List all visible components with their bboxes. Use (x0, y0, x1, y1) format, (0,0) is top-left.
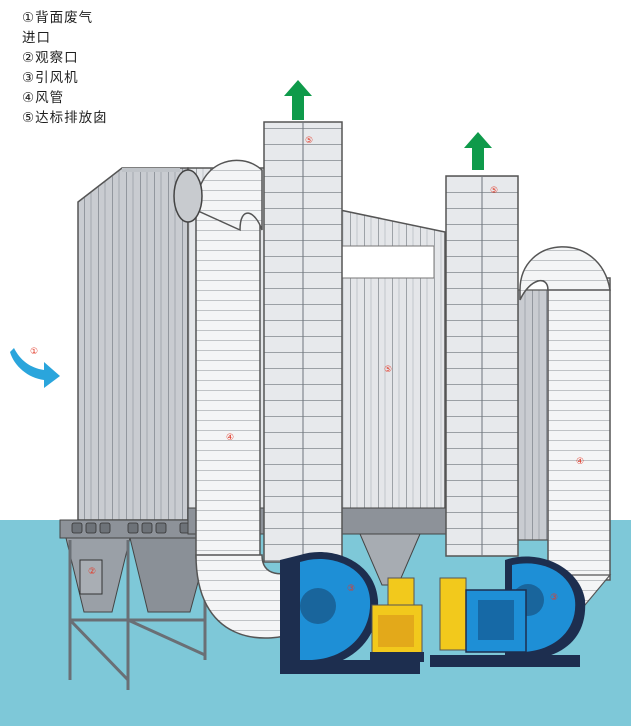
inlet-arrow (10, 348, 60, 388)
marker-chimney-center: ⑤ (384, 365, 392, 375)
number-markers: ① ② ③ ③ ④ ④ ⑤ ⑤ ⑤ (30, 136, 584, 603)
legend-item-4: ④风管 (22, 90, 65, 106)
marker-duct-right: ④ (576, 457, 584, 467)
legend-item-2: ②观察口 (22, 50, 79, 66)
left-motor (370, 577, 424, 662)
left-duct (173, 159, 311, 639)
right-motor (439, 577, 527, 653)
marker-fan-right: ③ (550, 593, 558, 603)
exhaust-arrow-left (284, 80, 312, 120)
marker-chimney-right-top: ⑤ (490, 186, 498, 196)
marker-chimney-left-top: ⑤ (305, 136, 313, 146)
marker-duct-left: ④ (226, 433, 234, 443)
legend-item-1-cont: 进口 (22, 30, 51, 46)
marker-inlet: ① (30, 347, 38, 357)
left-chimney (263, 121, 343, 563)
legend-item-1: ①背面废气 (22, 10, 94, 26)
observation-window (341, 245, 435, 279)
legend-item-3: ③引风机 (22, 70, 79, 86)
marker-observation-port: ② (88, 567, 96, 577)
legend: ①背面废气 进口 ②观察口 ③引风机 ④风管 ⑤达标排放囱 (22, 8, 108, 128)
left-fan (280, 552, 420, 674)
exhaust-arrow-right (464, 132, 492, 170)
marker-fan-left: ③ (347, 584, 355, 594)
right-chimney (445, 175, 519, 557)
legend-item-5: ⑤达标排放囱 (22, 110, 108, 126)
